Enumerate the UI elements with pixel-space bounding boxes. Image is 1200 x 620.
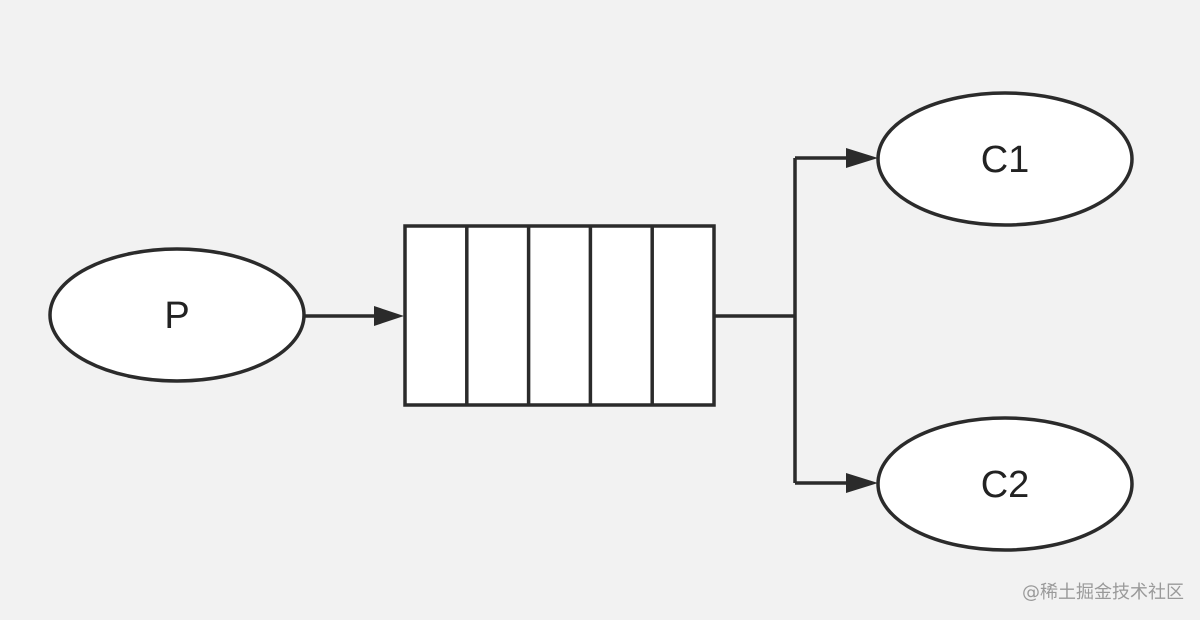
watermark-text: @稀土掘金技术社区	[1022, 582, 1184, 603]
queue-dividers	[465, 226, 654, 405]
consumer-2-ellipse	[876, 416, 1134, 552]
consumer-1-label: C1	[981, 139, 1030, 181]
producer-ellipse	[48, 247, 306, 383]
queue	[403, 224, 716, 407]
node-consumer-1: C1	[876, 91, 1134, 227]
node-producer: P	[48, 247, 306, 383]
node-consumer-2: C2	[876, 416, 1134, 552]
producer-label: P	[164, 295, 189, 337]
consumer-1-ellipse	[876, 91, 1134, 227]
queue-frame	[403, 224, 716, 407]
arrowhead-queue-to-c1	[846, 148, 878, 168]
edges	[304, 148, 878, 493]
arrowhead-producer-to-queue	[374, 306, 404, 326]
arrowhead-queue-to-c2	[846, 473, 878, 493]
consumer-2-label: C2	[981, 464, 1030, 506]
